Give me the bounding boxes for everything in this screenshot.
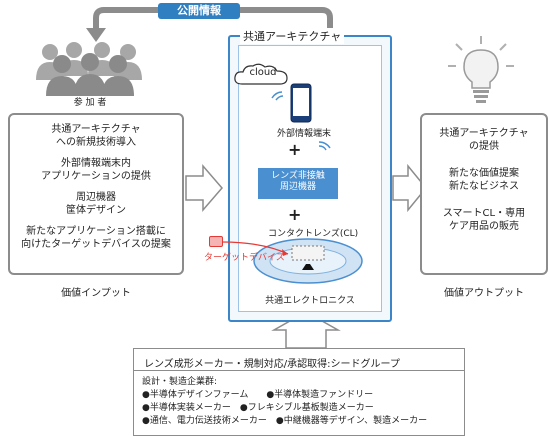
left-item-1-line-1: 共通アーキテクチャ (51, 124, 141, 135)
contactless-device-box: レンズ非接触 周辺機器 (258, 168, 338, 199)
output-arrow (392, 163, 427, 213)
contact-lens-label: コンタクトレンズ(CL) (268, 229, 359, 239)
right-item-1-line-2: の提供 (469, 141, 499, 152)
right-item-2-line-2: 新たなビジネス (449, 181, 519, 192)
contact-lens-icon (253, 238, 363, 284)
supplier-box: レンズ成形メーカー・規制対応/承認取得:シードグループ 設計・製造企業群: ●半… (133, 348, 465, 436)
signal-icon (271, 91, 284, 101)
supplier-row-3: ●通信、電力伝送技術メーカー ●中継機器等デザイン、製造メーカー (142, 416, 428, 426)
right-item-3-line-2: ケア用品の販売 (449, 221, 519, 232)
value-input-panel: 共通アーキテクチャ への新規技術導入 外部情報端末内 アプリケーションの提供 周… (8, 113, 184, 275)
supplier-group-label: 設計・製造企業群: (142, 377, 218, 387)
plus-1: + (288, 140, 302, 159)
supplier-row-1: ●半導体デザインファーム ●半導体製造ファンドリー (142, 390, 374, 400)
participants-icon (36, 42, 142, 96)
supplier-row-2: ●半導体実装メーカー ●フレキシブル基板製造メーカー (142, 403, 374, 413)
common-electronics-label: 共通エレクトロニクス (265, 296, 355, 306)
right-item-3-line-1: スマートCL・専用 (442, 208, 526, 219)
public-info-arrowhead (86, 28, 106, 42)
left-item-1-line-2: への新規技術導入 (56, 137, 136, 148)
right-item-2-line-1: 新たな価値提案 (449, 168, 519, 179)
value-output-panel: 共通アーキテクチャ の提供 新たな価値提案 新たなビジネス スマートCL・専用 … (420, 113, 548, 275)
left-item-3-line-1: 周辺機器 (76, 192, 116, 203)
target-device-chip (209, 236, 223, 247)
participants-label: 参 加 者 (73, 98, 107, 108)
plus-2: + (288, 205, 302, 224)
target-device-label: ターゲットデバイス (204, 253, 285, 263)
signal-icon-2 (318, 141, 331, 151)
terminal-label: 外部情報端末 (276, 129, 331, 139)
value-output-caption: 価値アウトプット (444, 288, 524, 299)
supplier-divider (134, 370, 464, 371)
right-item-1-line-1: 共通アーキテクチャ (439, 128, 529, 139)
value-input-caption: 価値インプット (61, 288, 131, 299)
cloud-label: cloud (249, 67, 277, 78)
cloud-icon (234, 63, 288, 85)
smartphone-icon (290, 83, 312, 123)
left-item-2-line-1: 外部情報端末内 (61, 158, 131, 169)
public-info-badge: 公開情報 (158, 3, 240, 19)
target-pointer (222, 241, 289, 256)
left-item-2-line-2: アプリケーションの提供 (41, 171, 151, 182)
left-item-3-line-2: 筐体デザイン (66, 205, 126, 216)
lens-maker-headline: レンズ成形メーカー・規制対応/承認取得:シードグループ (144, 359, 400, 370)
left-item-4-line-1: 新たなアプリケーション搭載に (26, 226, 166, 237)
architecture-title: 共通アーキテクチャ (240, 28, 345, 44)
lightbulb-icon (448, 36, 514, 103)
input-arrow (185, 163, 223, 213)
left-item-4-line-2: 向けたターゲットデバイスの提案 (21, 239, 171, 250)
